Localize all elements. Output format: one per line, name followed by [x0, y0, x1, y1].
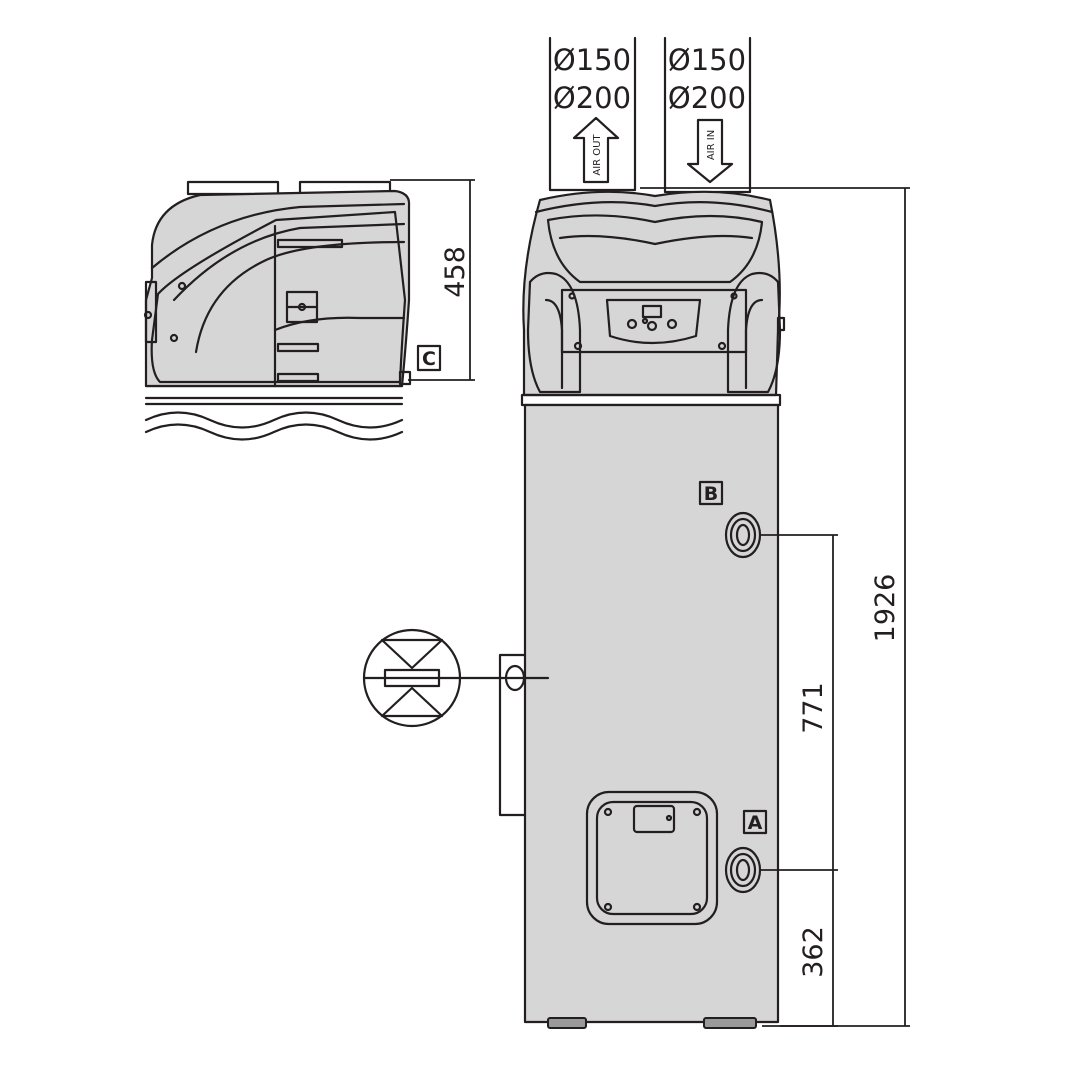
heat-pump-head: [520, 190, 786, 407]
marker-a: A: [748, 812, 763, 834]
display-icon: [641, 304, 663, 319]
arrow-down-icon: [686, 118, 734, 184]
valve-symbol: [362, 628, 505, 728]
control-panel: [605, 298, 702, 345]
marker-b-box: [698, 480, 724, 506]
dim-362: 362: [798, 926, 829, 978]
side-view: C 458: [143, 179, 475, 441]
marker-b: B: [704, 483, 718, 505]
duct-out-diameter-2: Ø200: [553, 81, 631, 115]
marker-a-box: [742, 809, 768, 835]
duct-air-out: Ø150 Ø200 AIR OUT: [548, 36, 637, 192]
dim-771: 771: [798, 682, 829, 734]
side-fitting: [498, 653, 550, 817]
tank-body: [523, 403, 780, 1024]
duct-air-in: Ø150 Ø200 AIR IN: [663, 36, 752, 194]
dim-458: 458: [440, 246, 471, 298]
air-in-label: AIR IN: [706, 130, 717, 160]
foot-left: [547, 1017, 587, 1029]
duct-in-diameter-2: Ø200: [668, 81, 746, 115]
front-view: Ø150 Ø200 AIR OUT Ø150 Ø200 AIR IN: [362, 36, 910, 1029]
duct-in-diameter-1: Ø150: [668, 43, 746, 77]
foot-right: [703, 1017, 757, 1029]
arrow-up-icon: [572, 116, 620, 184]
dimension-lines: [640, 187, 910, 1027]
duct-out-diameter-1: Ø150: [553, 43, 631, 77]
dim-1926: 1926: [870, 574, 901, 643]
air-out-label: AIR OUT: [592, 134, 603, 176]
marker-c-box: [416, 344, 442, 372]
marker-c: C: [422, 348, 436, 370]
inspection-panel: [585, 790, 719, 926]
